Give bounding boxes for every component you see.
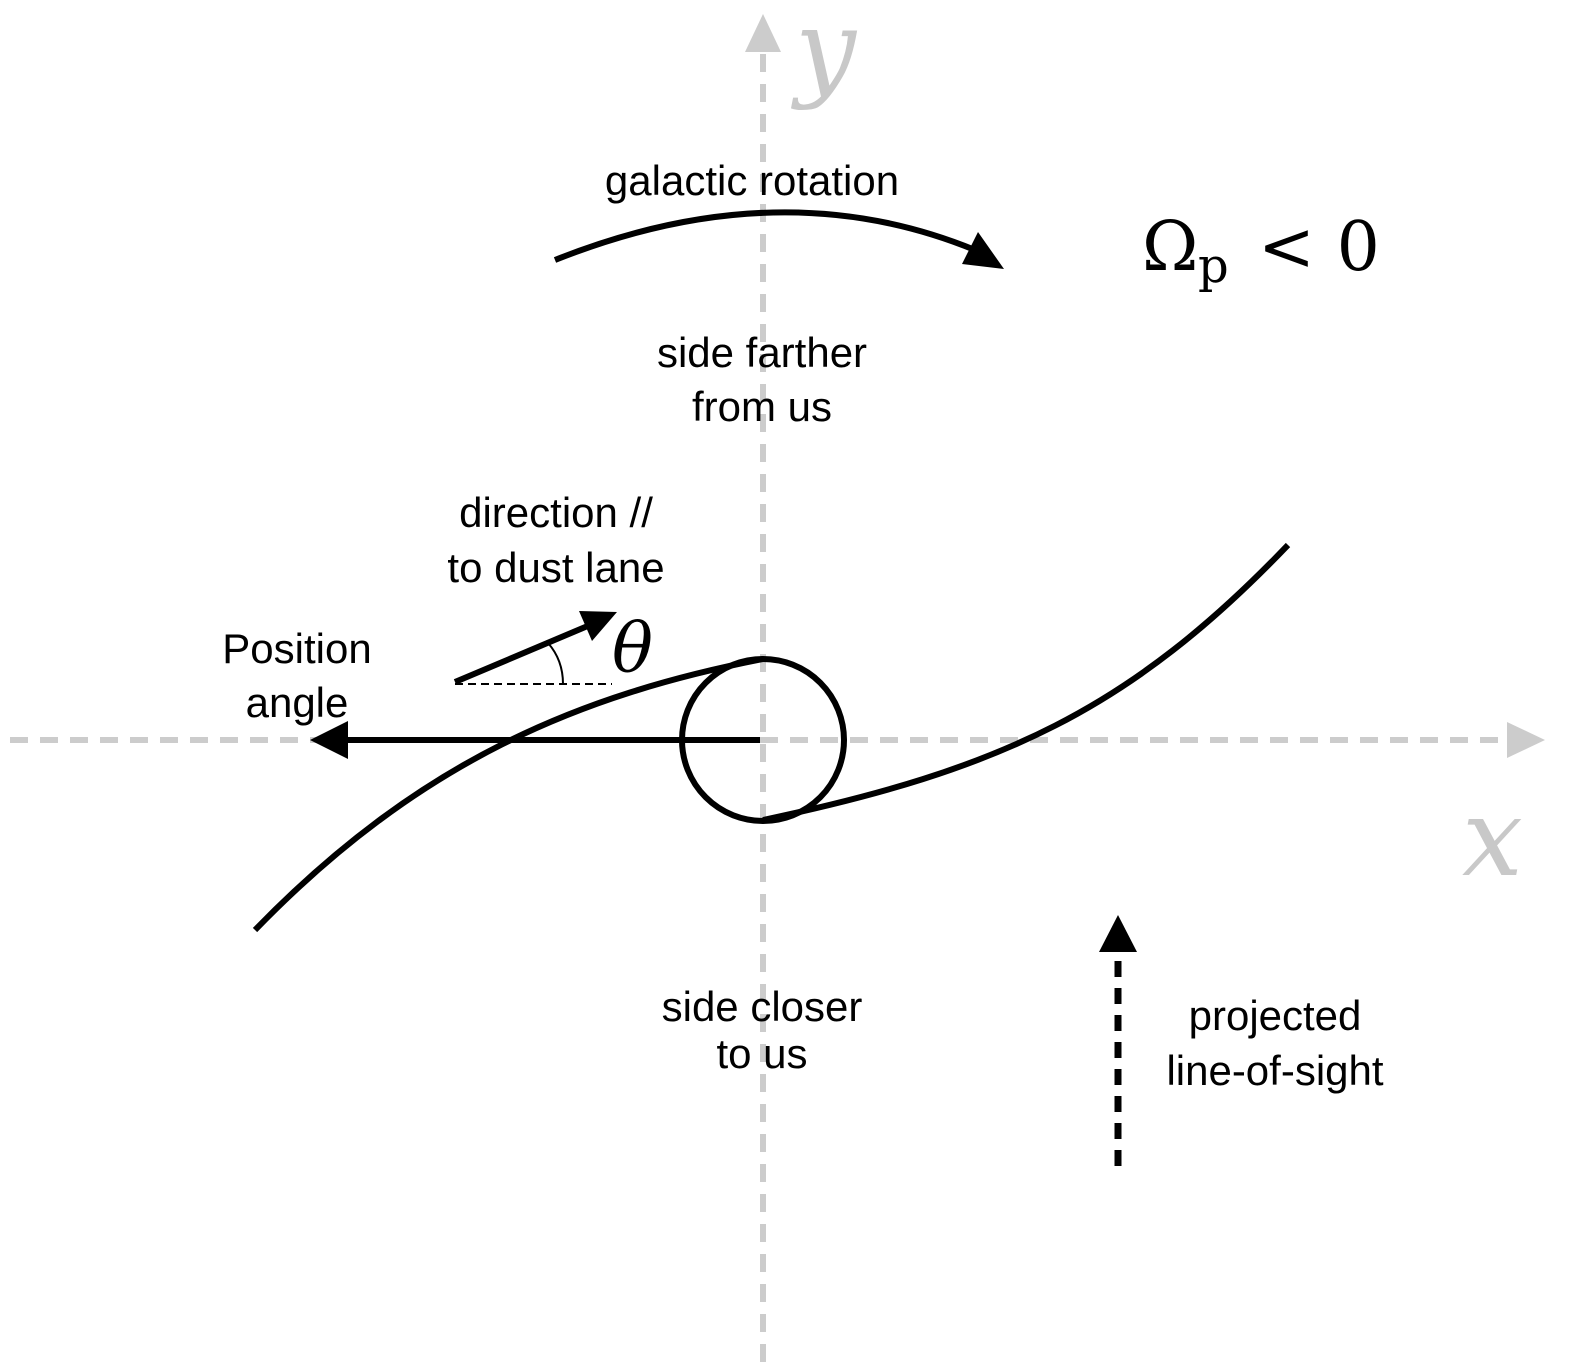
side-farther-label-line2: from us xyxy=(692,383,832,430)
galactic-rotation-label: galactic rotation xyxy=(605,157,899,204)
line-of-sight-label-line1: projected xyxy=(1189,992,1362,1039)
position-angle-label-line1: Position xyxy=(222,625,371,672)
position-angle-arrowhead xyxy=(310,721,348,759)
theta-angle-arc xyxy=(547,642,564,685)
theta-label: θ xyxy=(612,610,653,689)
pattern-speed-label: Ω p < 0 xyxy=(1142,208,1380,294)
direction-arrowhead xyxy=(579,611,617,641)
rotation-arc xyxy=(553,209,977,263)
galactic-rotation-arrow xyxy=(553,209,1004,269)
side-closer-label-line2: to us xyxy=(716,1030,807,1077)
direction-label-line1: direction // xyxy=(459,489,653,536)
nuclear-ring xyxy=(679,656,847,824)
side-closer-label-line1: side closer xyxy=(662,983,863,1030)
position-angle-label-line2: angle xyxy=(246,679,349,726)
axes: y x xyxy=(10,0,1545,1362)
side-farther-label-line1: side farther xyxy=(657,329,867,376)
position-angle-arrow xyxy=(310,721,760,759)
line-of-sight-label-line2: line-of-sight xyxy=(1166,1047,1383,1094)
y-axis-arrowhead xyxy=(745,14,781,52)
omega-relation: < 0 xyxy=(1258,208,1380,287)
line-of-sight-arrow xyxy=(1099,915,1137,1166)
x-axis-label: x xyxy=(1462,776,1523,901)
rotation-arrowhead xyxy=(962,232,1004,269)
direction-arrow-shaft xyxy=(453,622,592,685)
direction-label-line2: to dust lane xyxy=(447,544,664,591)
y-axis-label: y xyxy=(790,0,858,112)
omega-subscript: p xyxy=(1198,238,1229,294)
right-dust-lane xyxy=(762,542,1291,823)
x-axis-arrowhead xyxy=(1507,722,1545,758)
bar-dust-lanes xyxy=(252,542,1291,933)
line-of-sight-arrowhead xyxy=(1099,915,1137,952)
left-dust-lane xyxy=(252,656,764,933)
dust-lane-direction-arrow xyxy=(453,611,617,685)
omega-symbol: Ω xyxy=(1142,208,1198,287)
